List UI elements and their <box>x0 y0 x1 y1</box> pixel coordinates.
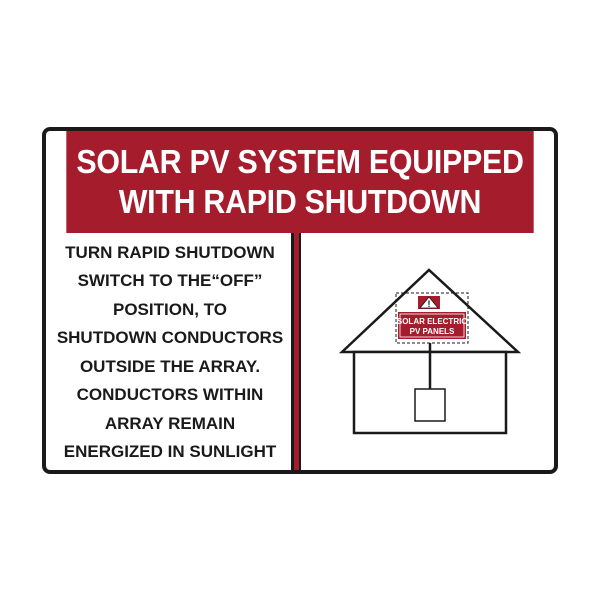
instruction-line: OUTSIDE THE ARRAY. <box>79 356 261 376</box>
warning-triangle-icon <box>419 296 439 309</box>
header-line-1: SOLAR PV SYSTEM EQUIPPED <box>76 143 524 180</box>
instruction-line: TURN RAPID SHUTDOWN <box>65 242 275 262</box>
pv-panel-label-line-1: SOLAR ELECTRIC <box>397 317 467 326</box>
pv-panel-dashed-outline <box>395 292 469 344</box>
pv-panel-label-plate <box>398 312 466 339</box>
divider-line <box>291 233 294 470</box>
instruction-line: SHUTDOWN CONDUCTORS <box>56 328 284 347</box>
house-roof <box>338 268 522 354</box>
instruction-line: POSITION, TO <box>113 299 227 319</box>
instruction-line: ENERGIZED IN SUNLIGHT <box>63 442 277 461</box>
sign-header: SOLAR PV SYSTEM EQUIPPED WITH RAPID SHUT… <box>66 131 534 233</box>
disconnect-switch-icon <box>414 388 446 422</box>
header-line-2: WITH RAPID SHUTDOWN <box>118 183 482 220</box>
safety-sign: SOLAR PV SYSTEM EQUIPPED WITH RAPID SHUT… <box>42 127 558 474</box>
instruction-text: TURN RAPID SHUTDOWN SWITCH TO THE“OFF” P… <box>52 237 288 468</box>
instruction-line: SWITCH TO THE“OFF” <box>77 271 263 290</box>
instruction-line: CONDUCTORS WITHIN <box>76 385 264 404</box>
divider-line <box>299 233 301 470</box>
divider-accent <box>294 233 299 470</box>
warning-glyph: ! <box>428 299 431 309</box>
house-diagram: ! SOLAR ELECTRIC PV PANELS <box>302 233 554 470</box>
house-outline-icon: ! SOLAR ELECTRIC PV PANELS <box>338 268 522 435</box>
instruction-line: ARRAY REMAIN <box>104 413 236 433</box>
pv-panel-label-border <box>399 313 465 338</box>
pv-panel-label-line-2: PV PANELS <box>410 327 455 336</box>
